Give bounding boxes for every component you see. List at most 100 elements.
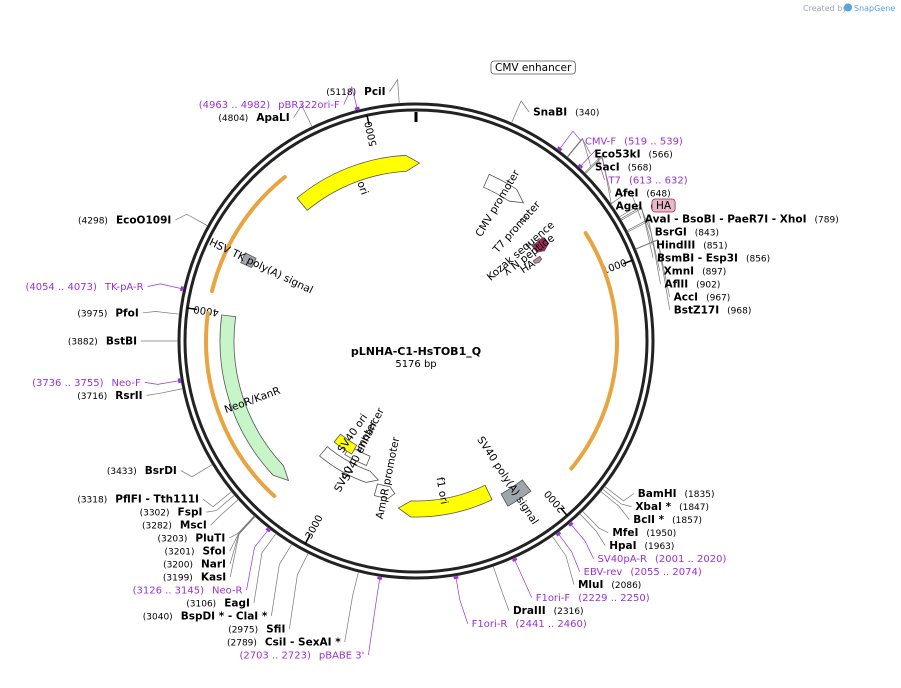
- site-position: (4298): [78, 217, 108, 227]
- primer-f1ori-f[interactable]: F1ori-F(2229 .. 2250): [536, 593, 650, 604]
- leader-line: [567, 138, 592, 167]
- site-name: DraIII: [513, 605, 546, 617]
- primer-mark: [555, 531, 562, 537]
- site-bsrgi[interactable]: BsrGI(843): [655, 226, 719, 238]
- feature-neor-kanr[interactable]: NeoR/KanR: [219, 314, 290, 482]
- site-sfoi[interactable]: SfoI(3201): [165, 546, 226, 558]
- primer-mark: [577, 163, 584, 169]
- site-rsrii[interactable]: RsrII(3716): [77, 390, 142, 402]
- site-pcii[interactable]: PciI(5118): [326, 86, 385, 98]
- primer-t7[interactable]: T7(613 .. 632): [607, 175, 687, 186]
- primer-cmv-f[interactable]: CMV-F(519 .. 539): [585, 136, 683, 147]
- site-draiii[interactable]: DraIII (2316): [513, 605, 584, 617]
- feature-f1-ori[interactable]: f1 ori: [397, 476, 493, 518]
- site-pflfi-tth111i[interactable]: PflFI - Tth111I(3318): [77, 494, 199, 506]
- leader-line: [344, 571, 359, 643]
- site-kasi[interactable]: KasI(3199): [163, 572, 226, 584]
- primer-ebv-rev[interactable]: EBV-rev(2055 .. 2074): [584, 567, 702, 578]
- credit: Created by SnapGene: [803, 3, 895, 13]
- site-apali[interactable]: ApaLI(4804): [218, 112, 289, 124]
- primer-mark: [453, 576, 459, 580]
- feature-sv40-poly-a-signal[interactable]: SV40 poly(A) signal: [474, 434, 540, 526]
- snapgene-logo-icon: [844, 3, 852, 12]
- site-name: MfeI: [612, 527, 638, 539]
- leader-line: [600, 491, 630, 520]
- site-eco53ki[interactable]: Eco53kI(566): [594, 148, 672, 160]
- site-name: EagI: [224, 598, 250, 610]
- primer-name: pBR322ori-F: [278, 100, 340, 111]
- primer-name: SV40pA-R: [598, 554, 647, 565]
- site-bsrdi[interactable]: BsrDI(3433): [107, 465, 177, 477]
- primer-sv40pa-r[interactable]: SV40pA-R(2001 .. 2020): [598, 554, 727, 565]
- primer-name: Neo-R: [212, 586, 243, 597]
- site-aflii[interactable]: AflII(902): [664, 278, 720, 290]
- feature-hsv-tk-poly-a-signal[interactable]: HSV TK poly(A) signal: [207, 236, 315, 296]
- site-sfii[interactable]: SfiI(2975): [228, 624, 285, 636]
- primer-tk-pa-r[interactable]: TK-pA-R(4054 .. 4073): [25, 282, 143, 293]
- site-position: (2316): [554, 607, 584, 617]
- site-hpai[interactable]: HpaI(1963): [609, 540, 674, 552]
- site-afei[interactable]: AfeI(648): [615, 187, 671, 199]
- feature-label: f1 ori: [434, 476, 450, 505]
- site-pfoi[interactable]: PfoI(3975): [77, 307, 138, 319]
- site-position: (897): [702, 267, 726, 277]
- leader-line: [144, 380, 182, 385]
- site-name: BsrGI: [655, 226, 687, 238]
- leader-line: [253, 533, 277, 604]
- site-mlui[interactable]: MluI(2086): [578, 579, 641, 591]
- boxed-label-cmv-enhancer[interactable]: CMV enhancer: [490, 60, 576, 75]
- leader-line: [579, 513, 606, 546]
- site-name: NarI: [201, 559, 226, 571]
- site-snabi[interactable]: SnaBI(340): [533, 106, 599, 118]
- site-ecoo109i[interactable]: EcoO109I(4298): [78, 215, 171, 227]
- site-mfei[interactable]: MfeI(1950): [612, 527, 676, 539]
- site-saci[interactable]: SacI(568): [595, 161, 652, 173]
- site-msci[interactable]: MscI(3282): [142, 520, 207, 532]
- feature-ori[interactable]: ori: [296, 154, 421, 211]
- leader-line: [557, 532, 580, 572]
- site-name: HpaI: [609, 540, 636, 552]
- primer-mark: [354, 106, 360, 111]
- primer-neo-r[interactable]: Neo-R(3126 .. 3145): [133, 586, 243, 597]
- site-bsmbi-esp3i[interactable]: BsmBI - Esp3I(856): [657, 252, 770, 264]
- site-bspdi-clai[interactable]: BspDI * - ClaI *(3040): [143, 611, 268, 623]
- primer-pbabe-3[interactable]: pBABE 3'(2703 .. 2723): [239, 651, 364, 662]
- boxed-label-frame: [490, 60, 576, 75]
- primer-mark: [557, 146, 563, 152]
- leader-line: [626, 219, 661, 271]
- feature-ampr-promoter[interactable]: AmpR promoter: [373, 435, 403, 520]
- credit-brand: SnapGene: [854, 4, 895, 13]
- site-hindiii[interactable]: HindIII(851): [656, 239, 727, 251]
- site-fspi[interactable]: FspI(3302): [140, 507, 203, 519]
- tick-mark: [622, 259, 633, 265]
- site-name: BstZ17I: [674, 304, 719, 316]
- site-csii-sexai[interactable]: CsiI - SexAI *(2789): [227, 637, 341, 649]
- site-name: MluI: [578, 579, 603, 591]
- backbone-outer: [177, 102, 655, 580]
- boxed-label-ha[interactable]: HA: [651, 198, 676, 213]
- site-name: XbaI *: [635, 501, 671, 513]
- site-name: HindIII: [656, 239, 695, 251]
- site-name: ApaLI: [256, 112, 289, 124]
- primer-pbr322ori-f[interactable]: pBR322ori-F(4963 .. 4982): [199, 100, 340, 111]
- site-bamhi[interactable]: BamHI(1835): [638, 488, 715, 500]
- tick-label: 4000: [193, 303, 220, 318]
- site-nari[interactable]: NarI(3200): [163, 559, 226, 571]
- primer-mark: [265, 527, 271, 533]
- leader-line: [289, 553, 309, 630]
- site-avai-bsobi-paer7i-xhoi[interactable]: AvaI - BsoBI - PaeR7I - XhoI(789): [645, 213, 839, 225]
- leader-line: [271, 543, 293, 617]
- primer-position: (519 .. 539): [624, 136, 683, 147]
- site-acci[interactable]: AccI(967): [674, 291, 731, 303]
- primer-neo-f[interactable]: Neo-F(3736 .. 3755): [32, 378, 141, 389]
- site-bcli[interactable]: BclI *(1857): [633, 514, 702, 526]
- site-xmni[interactable]: XmnI(897): [664, 265, 727, 277]
- leader-line: [202, 491, 232, 508]
- site-eagi[interactable]: EagI(3106): [186, 598, 250, 610]
- site-name: BstBI: [106, 336, 137, 348]
- site-xbai[interactable]: XbaI *(1847): [635, 501, 709, 513]
- site-pluti[interactable]: PluTI(3203): [157, 533, 225, 545]
- site-bstz17i[interactable]: BstZ17I(968): [674, 304, 752, 316]
- primer-f1ori-r[interactable]: F1ori-R(2441 .. 2460): [472, 619, 587, 630]
- site-bstbi[interactable]: BstBI(3882): [68, 336, 137, 348]
